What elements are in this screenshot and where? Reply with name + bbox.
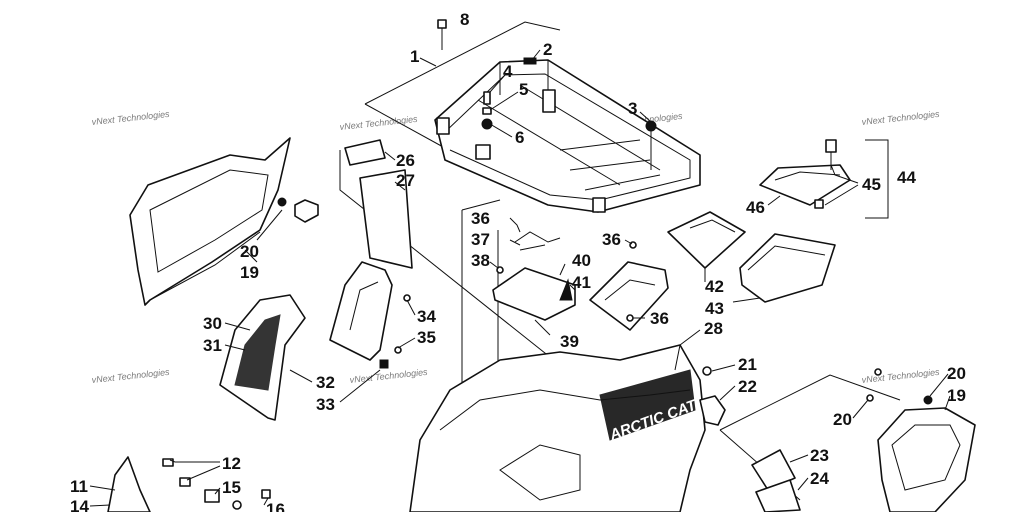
callout-33: 33	[316, 395, 335, 414]
callout-27: 27	[396, 171, 415, 190]
callout-1: 1	[410, 47, 419, 66]
callout-4: 4	[503, 62, 513, 81]
lower-left-parts	[107, 456, 271, 512]
callout-31: 31	[203, 336, 222, 355]
watermark: vNext Technologies	[349, 367, 428, 385]
left-decal-panel	[219, 261, 411, 421]
callout-16: 16	[266, 500, 285, 512]
callout-45: 45	[862, 175, 881, 194]
storage-cover	[759, 139, 851, 209]
watermark: vNext Technologies	[339, 114, 418, 132]
callout-44: 44	[897, 168, 916, 187]
callout-21: 21	[738, 355, 757, 374]
callout-37: 37	[471, 230, 490, 249]
callouts: 8 2 1 4 5 6 3 26 27 36 37 38 40 41 39 36…	[70, 10, 966, 512]
watermark: vNext Technologies	[861, 109, 940, 127]
right-side-panel	[866, 368, 976, 512]
callout-36: 36	[650, 309, 669, 328]
watermark: vNext Technologies	[861, 367, 940, 385]
decals-23-24	[751, 449, 801, 512]
callout-8: 8	[460, 10, 469, 29]
callout-38: 38	[471, 251, 490, 270]
decals-26-27	[344, 139, 413, 269]
leader-lines	[89, 49, 951, 507]
callout-19: 19	[240, 263, 259, 282]
center-bracket	[492, 231, 669, 331]
callout-24: 24	[810, 469, 829, 488]
callout-26: 26	[396, 151, 415, 170]
callout-36: 36	[471, 209, 490, 228]
callout-22: 22	[738, 377, 757, 396]
callout-2: 2	[543, 40, 552, 59]
callout-35: 35	[417, 328, 436, 347]
callout-15: 15	[222, 478, 241, 497]
callout-14: 14	[70, 497, 89, 512]
callout-43: 43	[705, 299, 724, 318]
storage-box	[667, 211, 836, 303]
callout-11: 11	[70, 477, 88, 496]
callout-30: 30	[203, 314, 222, 333]
callout-20: 20	[947, 364, 966, 383]
callout-3: 3	[628, 99, 637, 118]
callout-32: 32	[316, 373, 335, 392]
callout-6: 6	[515, 128, 524, 147]
callout-5: 5	[519, 80, 528, 99]
callout-36: 36	[602, 230, 621, 249]
callout-39: 39	[560, 332, 579, 351]
callout-41: 41	[572, 273, 591, 292]
left-side-panel	[129, 137, 319, 306]
callout-40: 40	[572, 251, 591, 270]
callout-20: 20	[833, 410, 852, 429]
rear-rack	[434, 19, 701, 213]
callout-23: 23	[810, 446, 829, 465]
callout-34: 34	[417, 307, 436, 326]
front-body: ARCTIC CAT	[409, 344, 726, 512]
watermark: vNext Technologies	[91, 367, 170, 385]
callout-46: 46	[746, 198, 765, 217]
callout-20: 20	[240, 242, 259, 261]
callout-42: 42	[705, 277, 724, 296]
watermark: vNext Technologies	[91, 109, 170, 127]
callout-19: 19	[947, 386, 966, 405]
callout-28: 28	[704, 319, 723, 338]
callout-12: 12	[222, 454, 241, 473]
